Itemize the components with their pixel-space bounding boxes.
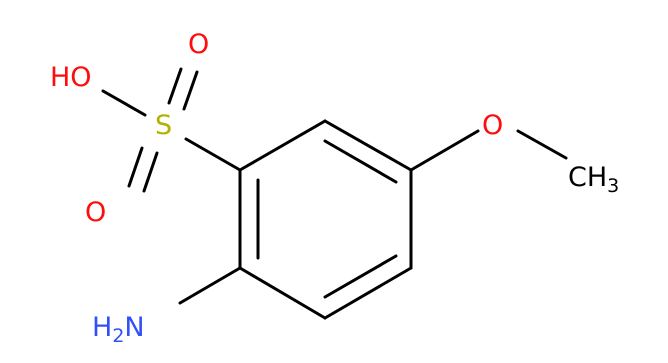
bond-c1-s <box>184 137 242 172</box>
atom-label-hydroxyl: HO <box>50 62 92 93</box>
bond-s-o-top-2 <box>182 70 199 111</box>
methyl-label-main: CH <box>568 162 607 193</box>
bond-s-o-top-1 <box>167 67 183 105</box>
atom-label-oxygen-bottom: O <box>85 197 106 228</box>
bond-s-o-bottom-2 <box>142 151 159 193</box>
atom-label-sulfur: S <box>155 110 172 141</box>
bond-s-oh <box>101 89 147 117</box>
atom-label-methoxy-oxygen: O <box>482 110 503 141</box>
atom-label-oxygen-top: O <box>188 29 209 60</box>
bond-o-ch3 <box>516 129 568 160</box>
bond-s-o-bottom-1 <box>127 146 144 188</box>
ring-bond-c2-c3 <box>323 119 413 172</box>
bond-c3-o-methoxy <box>409 129 480 172</box>
bond-c6-n <box>178 266 242 305</box>
amine-label-h: H <box>92 312 112 343</box>
substituent-bonds <box>101 67 568 305</box>
benzene-ring <box>238 119 413 320</box>
ring-bond-c4-c5 <box>323 266 413 320</box>
atom-label-amine: H2N <box>92 312 145 347</box>
atom-label-methyl: CH3 <box>568 162 619 197</box>
ring-bond-c4-c5-inner <box>323 254 398 299</box>
amine-label-n: N <box>124 312 144 343</box>
ring-bond-c2-c3-inner <box>323 139 398 184</box>
ring-bond-c5-c6 <box>238 266 327 320</box>
methyl-label-subscript: 3 <box>607 175 619 197</box>
atom-labels: HO S O O O CH3 H2N <box>50 29 619 347</box>
amine-label-subscript: 2 <box>112 325 124 347</box>
ring-bond-c1-c2 <box>238 119 327 172</box>
